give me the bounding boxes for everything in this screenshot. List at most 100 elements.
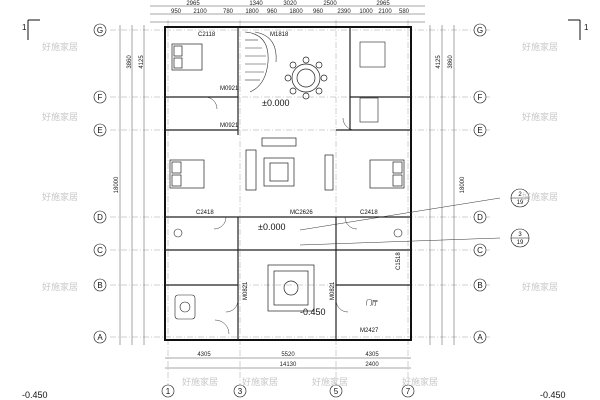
watermark-7: 好施家居 (522, 281, 558, 293)
watermarks: 好施家居好施家居好施家居好施家居好施家居好施家居好施家居好施家居好施家居好施家居… (42, 41, 558, 388)
axis-bubble-d-left: D (93, 210, 107, 224)
watermark-6: 好施家居 (42, 281, 78, 293)
watermark-11: 好施家居 (402, 376, 438, 388)
bedroom-top-left-bed (171, 43, 203, 71)
axis-bubble-b-left: B (93, 278, 107, 292)
label-m0921b: M0921 (220, 123, 239, 129)
callout-2-19: 2 19 (510, 188, 530, 208)
axis-label-g: G (477, 26, 483, 35)
section-marker-right: 1 (584, 23, 589, 32)
axis-bubble-a-left: A (93, 330, 107, 344)
axis-bubble-b-right: B (473, 278, 487, 292)
elevation-bottom-left: -0.450 (22, 390, 48, 400)
interior-walls (165, 27, 411, 340)
top-dim-3: 3020 (283, 1, 297, 7)
label-m2427: M2427 (360, 328, 379, 334)
stair (244, 31, 277, 93)
axis-bubble-col-5: 5 (329, 384, 343, 398)
bottom-dim-porch: 2400 (365, 362, 379, 368)
top-dim2-11: 580 (399, 9, 410, 15)
watermark-4: 好施家居 (42, 191, 78, 203)
axis-label-a: A (97, 333, 103, 342)
dining-table (284, 56, 328, 100)
watermark-5: 好施家居 (522, 191, 558, 203)
bathroom-fixtures (173, 41, 403, 320)
column-axis-bubbles: 1 3 5 7 (161, 384, 415, 398)
top-dim2-10: 2100 (378, 9, 392, 15)
watermark-10: 好施家居 (312, 376, 348, 388)
axis-label-c: C (97, 246, 103, 255)
axis-label-col-5: 5 (334, 387, 339, 396)
axis-bubble-g-left: G (93, 23, 107, 37)
top-dim2-8: 2390 (337, 9, 351, 15)
watermark-3: 好施家居 (522, 111, 558, 123)
entry-rug (267, 264, 315, 312)
elevation-bottom-right: -0.450 (540, 390, 566, 400)
axis-bubble-d-right: D (473, 210, 487, 224)
label-c1518: C1518 (396, 252, 402, 270)
bottom-dim-total: 14130 (280, 362, 297, 368)
row-axis-bubbles: G G F F E E D D C C B B A A (93, 23, 487, 344)
top-dimension-lines (150, 5, 425, 23)
axis-label-e: E (97, 126, 102, 135)
axis-lines (110, 20, 490, 385)
axis-label-b: B (97, 281, 102, 290)
watermark-2: 好施家居 (42, 111, 78, 123)
top-dim-4: 2500 (323, 1, 337, 7)
left-dim-top: 3860 (127, 55, 133, 69)
top-dim2-3: 780 (223, 9, 234, 15)
callout-leaders (299, 197, 501, 246)
bottom-dim-a: 4305 (197, 352, 211, 358)
door-swings (204, 96, 358, 335)
watermark-8: 好施家居 (182, 376, 218, 388)
axis-label-col-1: 1 (166, 387, 171, 396)
section-cut-lines (27, 19, 581, 40)
axis-label-f: F (98, 93, 103, 102)
callout-3-top: 3 (518, 232, 522, 238)
left-total-dim: 18000 (114, 176, 120, 193)
elevation-upper: ±0.000 (262, 98, 289, 108)
label-m0821b: M0821 (330, 281, 336, 300)
axis-label-col-3: 3 (238, 387, 243, 396)
section-marker-left: 1 (22, 23, 27, 32)
label-m0821: M0821 (243, 281, 249, 300)
top-dim2-6: 1800 (289, 9, 303, 15)
top-dim2-7: 960 (313, 9, 324, 15)
top-dim-2: 1340 (249, 1, 263, 7)
axis-bubble-c-left: C (93, 243, 107, 257)
callout-3-19: 3 19 (510, 228, 530, 248)
axis-bubble-col-7: 7 (401, 384, 415, 398)
elevation-mid: ±0.000 (258, 222, 285, 232)
watermark-1: 好施家居 (522, 41, 558, 53)
bedroom-right-bed (369, 159, 405, 189)
top-dim2-1: 950 (171, 9, 182, 15)
left-dim-a: 4125 (139, 55, 145, 69)
top-dim2-2: 2100 (193, 9, 207, 15)
axis-bubble-c-right: C (473, 243, 487, 257)
axis-label-g: G (97, 26, 103, 35)
right-dim-top: 3860 (448, 55, 454, 69)
left-dimension-lines (119, 25, 145, 345)
label-entry-hall: 门厅 (366, 299, 378, 307)
top-dim-1: 2965 (186, 1, 200, 7)
label-mc2626: MC2626 (290, 210, 313, 216)
label-c2418-right: C2418 (360, 210, 378, 216)
top-dim2-9: 1000 (359, 9, 373, 15)
axis-label-a: A (477, 333, 483, 342)
top-dim2-5: 960 (267, 9, 278, 15)
top-dim2-4: 1800 (245, 9, 259, 15)
top-dim-5: 2965 (376, 1, 390, 7)
right-dim-a: 4125 (436, 55, 442, 69)
axis-bubble-col-1: 1 (161, 384, 175, 398)
axis-bubble-f-right: F (473, 90, 487, 104)
axis-bubble-g-right: G (473, 23, 487, 37)
axis-label-d: D (97, 213, 103, 222)
watermark-9: 好施家居 (242, 376, 278, 388)
bottom-dimension-lines (165, 357, 411, 369)
bedroom-left-bed (169, 159, 205, 189)
axis-bubble-e-right: E (473, 123, 487, 137)
elevation-entry: -0.450 (300, 307, 326, 317)
axis-label-d: D (477, 213, 483, 222)
axis-label-f: F (478, 93, 483, 102)
